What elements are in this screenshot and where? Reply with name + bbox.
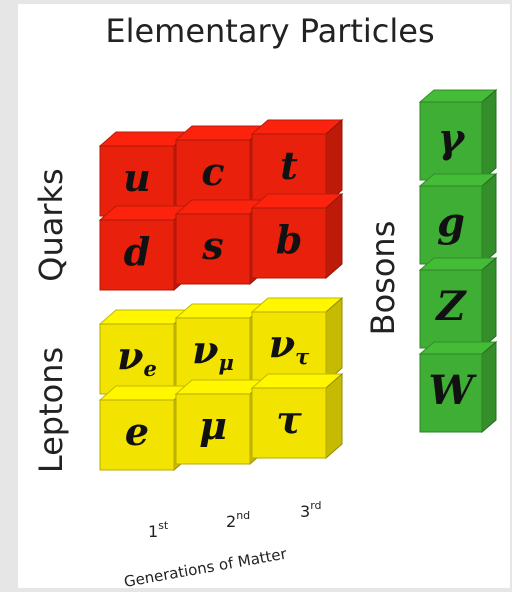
particle-w_boson-symbol: W — [429, 367, 478, 414]
quarks-label: Quarks — [32, 168, 70, 281]
generation-3-label: 3rd — [300, 499, 322, 521]
generations-caption: Generations of Matter — [123, 544, 289, 590]
particle-z_boson: Z — [418, 256, 498, 350]
particle-gluon: g — [418, 172, 498, 266]
particle-nu_tau-symbol: ντ — [269, 321, 310, 369]
particle-tau: τ — [250, 372, 344, 460]
particle-top: t — [250, 118, 344, 206]
particle-down-symbol: d — [124, 229, 151, 274]
diagram-title: Elementary Particles — [105, 12, 434, 50]
particle-electron-symbol: e — [125, 409, 149, 454]
generation-1-label: 1st — [148, 519, 169, 541]
particle-tau-symbol: τ — [276, 397, 302, 442]
particle-charm-symbol: c — [201, 149, 224, 194]
particle-w_boson: W — [418, 340, 498, 434]
particle-photon: γ — [418, 88, 498, 182]
leptons-label: Leptons — [32, 347, 70, 473]
particle-nu_mu-symbol: νμ — [192, 327, 234, 375]
particle-up-symbol: u — [123, 155, 151, 200]
particle-bottom: b — [250, 192, 344, 280]
bosons-label: Bosons — [364, 221, 402, 336]
particle-muon-symbol: μ — [199, 403, 227, 448]
generation-2-label: 2nd — [226, 509, 250, 531]
particle-bottom-symbol: b — [276, 217, 303, 262]
particle-nu_e-symbol: νe — [117, 333, 157, 381]
particle-nu_tau: ντ — [250, 296, 344, 384]
particle-nu_e: νe — [98, 308, 192, 396]
particle-photon-symbol: γ — [438, 115, 466, 162]
particle-top-symbol: t — [280, 143, 298, 188]
particle-strange-symbol: s — [201, 223, 223, 268]
particle-z_boson-symbol: Z — [434, 283, 467, 330]
particle-gluon-symbol: g — [437, 199, 465, 246]
